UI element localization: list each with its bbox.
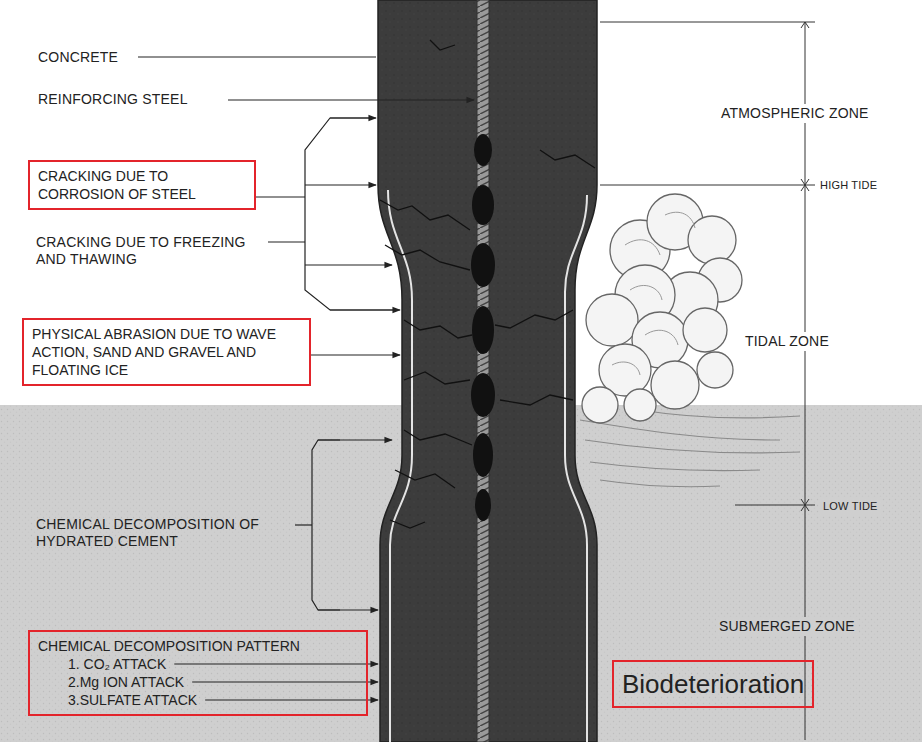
list-item: 1. CO₂ ATTACK	[38, 655, 358, 673]
callout-text: Biodeterioration	[622, 667, 804, 701]
deterioration-front	[565, 195, 587, 742]
leader-line	[174, 663, 378, 664]
leader-line	[192, 681, 378, 682]
zone-label: SUBMERGED ZONE	[716, 617, 858, 636]
list-item: 3.SULFATE ATTACK	[38, 691, 358, 709]
corrosion-product	[471, 134, 495, 521]
zone-label: TIDAL ZONE	[742, 332, 832, 351]
callout-box: Biodeterioration	[612, 660, 814, 708]
list-item: 2.Mg ION ATTACK	[38, 673, 358, 691]
damage-label: CHEMICAL DECOMPOSITION OF HYDRATED CEMEN…	[36, 516, 294, 550]
tide-label: HIGH TIDE	[820, 177, 877, 194]
callout-text: CRACKING DUE TO CORROSION OF STEEL	[38, 167, 246, 203]
damage-label: CRACKING DUE TO FREEZING AND THAWING	[36, 234, 268, 268]
crack	[380, 40, 595, 528]
tide-label: LOW TIDE	[820, 497, 881, 516]
callout-box: PHYSICAL ABRASION DUE TO WAVE ACTION, SA…	[22, 318, 311, 386]
zone-label: ATMOSPHERIC ZONE	[718, 104, 872, 123]
deterioration-front	[388, 190, 412, 742]
part-label: REINFORCING STEEL	[38, 91, 188, 108]
callout-text: CHEMICAL DECOMPOSITION PATTERN	[38, 637, 358, 655]
callout-box: CHEMICAL DECOMPOSITION PATTERN1. CO₂ ATT…	[28, 630, 368, 716]
callout-text: PHYSICAL ABRASION DUE TO WAVE ACTION, SA…	[32, 325, 301, 379]
part-label: CONCRETE	[38, 49, 118, 66]
leader-line	[205, 699, 378, 700]
concrete-pile	[378, 0, 597, 742]
callout-box: CRACKING DUE TO CORROSION OF STEEL	[28, 160, 256, 210]
reinforcing-bar	[477, 0, 489, 742]
